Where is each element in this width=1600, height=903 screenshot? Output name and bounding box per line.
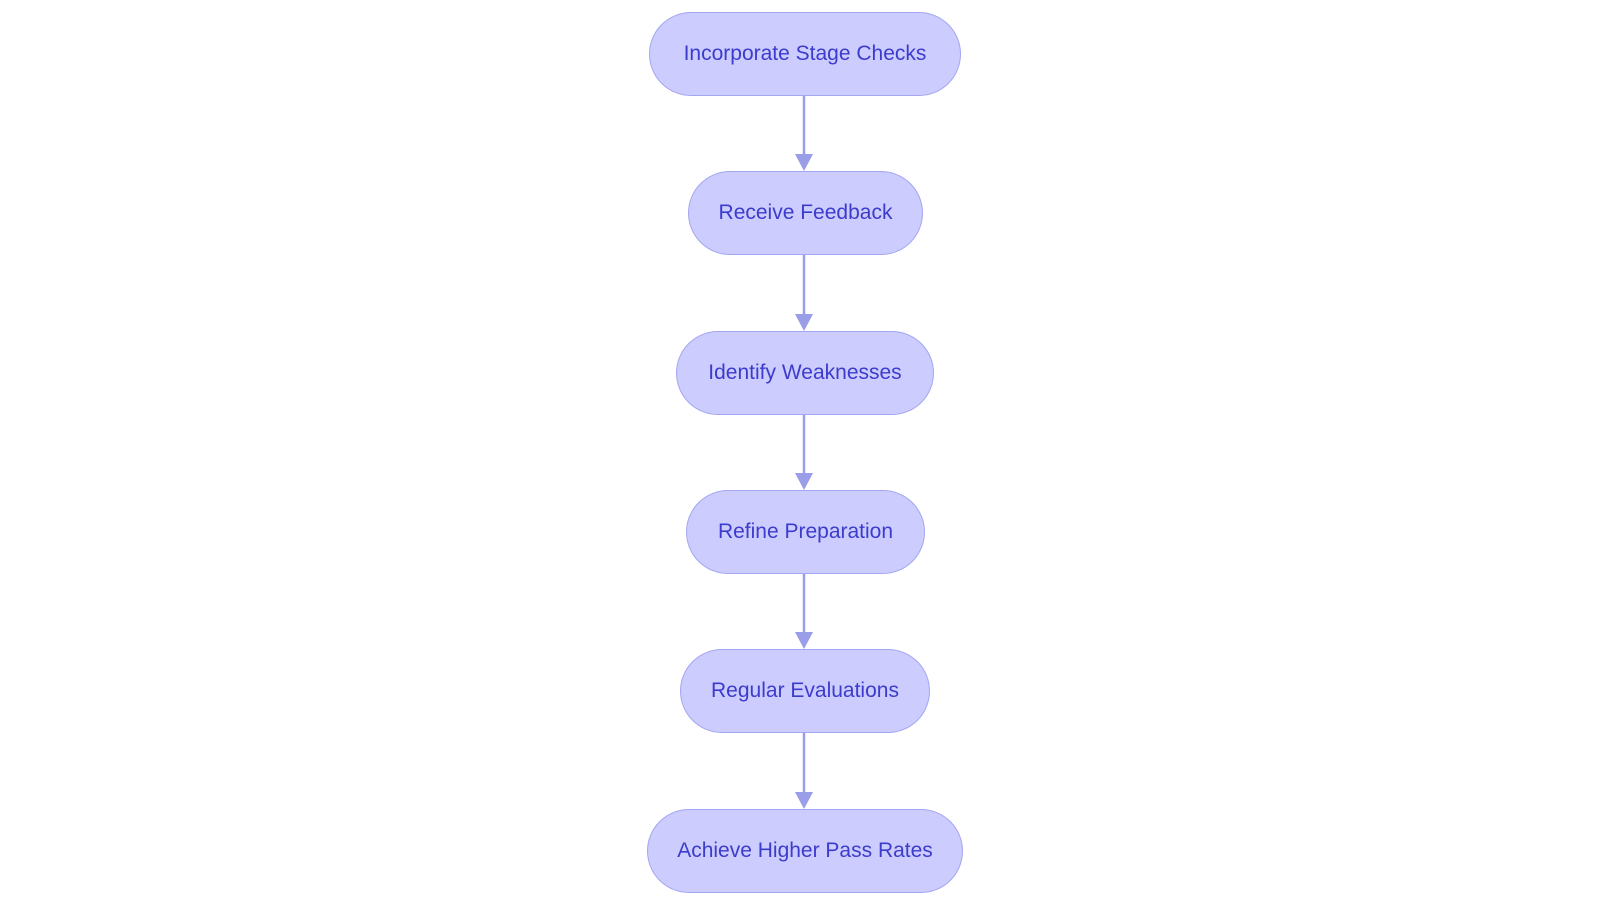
node-identify-weaknesses: Identify Weaknesses bbox=[676, 331, 934, 415]
node-achieve-higher-pass-rates: Achieve Higher Pass Rates bbox=[647, 809, 963, 893]
arrow-n3-to-n4 bbox=[795, 415, 813, 490]
node-refine-preparation: Refine Preparation bbox=[686, 490, 925, 574]
arrow-n5-to-n6 bbox=[795, 733, 813, 809]
arrow-n4-to-n5 bbox=[795, 574, 813, 649]
arrow-n1-to-n2 bbox=[795, 96, 813, 171]
node-label: Refine Preparation bbox=[717, 520, 894, 543]
node-regular-evaluations: Regular Evaluations bbox=[680, 649, 930, 733]
node-receive-feedback: Receive Feedback bbox=[688, 171, 923, 255]
arrow-n2-to-n3 bbox=[795, 255, 813, 331]
node-label: Receive Feedback bbox=[718, 201, 893, 224]
node-label: Incorporate Stage Checks bbox=[683, 42, 927, 65]
node-label: Regular Evaluations bbox=[711, 679, 899, 702]
node-label: Identify Weaknesses bbox=[708, 361, 902, 384]
node-label: Achieve Higher Pass Rates bbox=[677, 839, 933, 862]
node-incorporate-stage-checks: Incorporate Stage Checks bbox=[649, 12, 961, 96]
